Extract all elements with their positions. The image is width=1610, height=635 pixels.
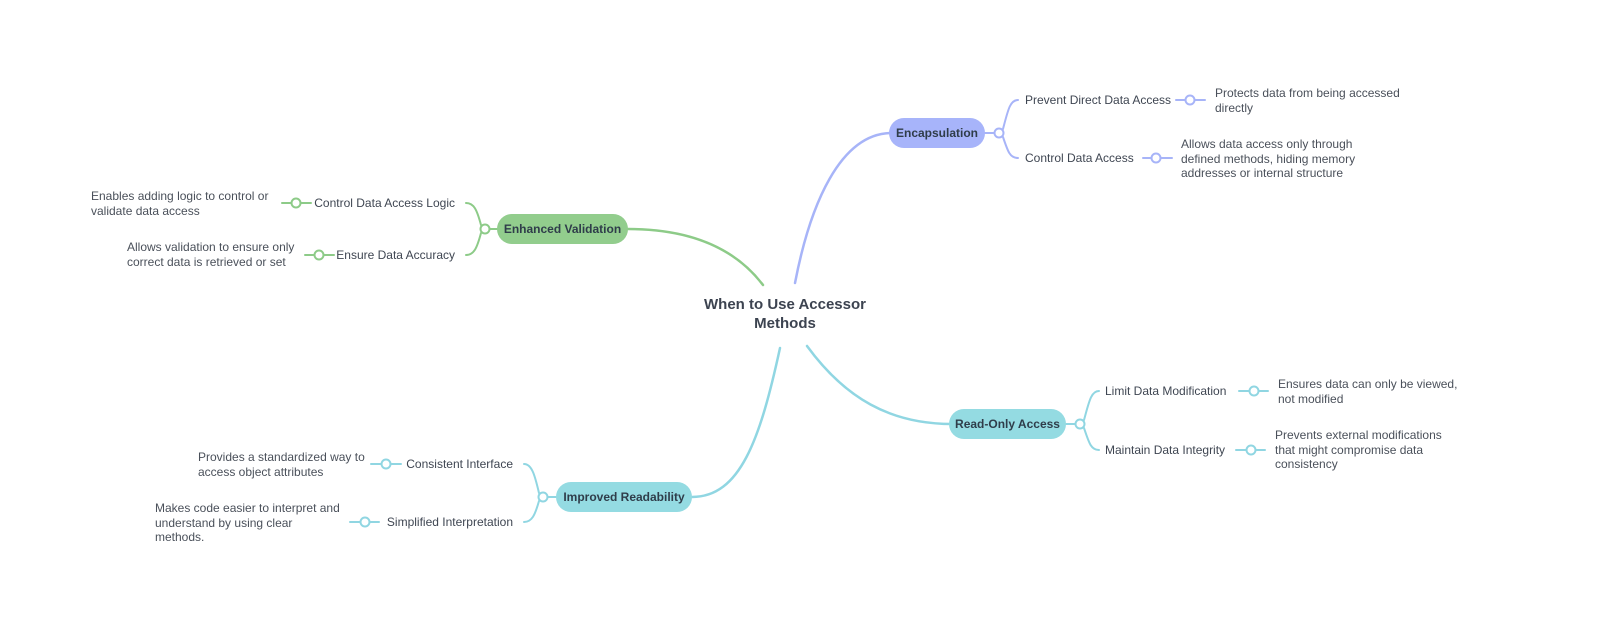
collapse-toggle-icon[interactable]: [1245, 444, 1257, 456]
collapse-toggle-icon[interactable]: [1184, 94, 1196, 106]
detail-line: addresses or internal structure: [1181, 166, 1344, 180]
detail-line: Ensures data can only be viewed,: [1278, 377, 1458, 391]
subtopic-consistent-interface[interactable]: Consistent Interface: [406, 457, 513, 471]
detail-line: directly: [1215, 100, 1254, 115]
connector-readonly-child: [1083, 390, 1100, 421]
connector-root-readability: [690, 346, 782, 499]
branch-read-only-access[interactable]: Read-Only Access: [949, 409, 1066, 439]
detail-line: not modified: [1278, 391, 1344, 406]
connector-root-encapsulation: [793, 131, 894, 285]
collapse-toggle-icon[interactable]: [313, 249, 325, 261]
collapse-toggle-icon[interactable]: [1150, 152, 1162, 164]
connector-validation-child: [465, 232, 482, 256]
subtopic-limit-data-modification[interactable]: Limit Data Modification: [1105, 384, 1227, 398]
detail-maintain-data-integrity[interactable]: Prevents external modifications that mig…: [1275, 428, 1460, 472]
detail-line: understand by using clear: [155, 515, 293, 530]
detail-control-data-access[interactable]: Allows data access only through defined …: [1181, 137, 1371, 181]
detail-ensure-data-accuracy[interactable]: Allows validation to ensure only correct…: [127, 240, 312, 269]
detail-line: access object attributes: [198, 464, 324, 479]
detail-line: Allows validation to ensure only: [127, 240, 295, 254]
detail-simplified-interpretation[interactable]: Makes code easier to interpret and under…: [155, 501, 350, 545]
collapse-toggle-icon[interactable]: [1248, 385, 1260, 397]
detail-line: Allows data access only through: [1181, 137, 1353, 151]
detail-line: defined methods, hiding memory: [1181, 151, 1356, 166]
detail-limit-data-modification[interactable]: Ensures data can only be viewed, not mod…: [1278, 377, 1468, 406]
connector-encapsulation-child: [1002, 99, 1019, 130]
connector-root-readonly: [805, 344, 954, 426]
connector-readability-child: [523, 463, 540, 494]
collapse-toggle-icon[interactable]: [993, 127, 1005, 139]
detail-line: validate data access: [91, 203, 200, 218]
detail-line: Makes code easier to interpret and: [155, 501, 340, 515]
collapse-toggle-icon[interactable]: [537, 491, 549, 503]
connector-validation-child: [465, 202, 482, 226]
central-topic-line-1: When to Use Accessor: [704, 296, 866, 313]
central-topic-line-2: Methods: [754, 315, 816, 332]
connector-readability-child: [523, 500, 540, 523]
branch-enhanced-validation[interactable]: Enhanced Validation: [497, 214, 628, 244]
branch-improved-readability[interactable]: Improved Readability: [556, 482, 692, 512]
central-topic[interactable]: When to Use Accessor Methods: [700, 295, 870, 333]
branch-encapsulation[interactable]: Encapsulation: [889, 118, 985, 148]
detail-control-data-access-logic[interactable]: Enables adding logic to control or valid…: [91, 189, 286, 218]
subtopic-prevent-direct-data-access[interactable]: Prevent Direct Data Access: [1025, 93, 1172, 107]
collapse-toggle-icon[interactable]: [479, 223, 491, 235]
detail-line: correct data is retrieved or set: [127, 254, 286, 269]
connector-root-validation: [626, 227, 765, 287]
subtopic-control-data-access-logic[interactable]: Control Data Access Logic: [314, 196, 455, 210]
collapse-toggle-icon[interactable]: [290, 197, 302, 209]
detail-line: that might compromise data: [1275, 442, 1424, 457]
detail-line: Prevents external modifications: [1275, 428, 1442, 442]
connector-encapsulation-child: [1002, 136, 1019, 159]
detail-line: Protects data from being accessed: [1215, 86, 1400, 100]
detail-consistent-interface[interactable]: Provides a standardized way to access ob…: [198, 450, 378, 479]
subtopic-simplified-interpretation[interactable]: Simplified Interpretation: [386, 515, 513, 529]
subtopic-control-data-access[interactable]: Control Data Access: [1025, 151, 1134, 165]
detail-line: methods.: [155, 530, 205, 544]
collapse-toggle-icon[interactable]: [380, 458, 392, 470]
detail-line: Provides a standardized way to: [198, 450, 365, 464]
detail-prevent-direct-data-access[interactable]: Protects data from being accessed direct…: [1215, 86, 1415, 115]
connector-readonly-child: [1083, 427, 1100, 451]
collapse-toggle-icon[interactable]: [1074, 418, 1086, 430]
subtopic-maintain-data-integrity[interactable]: Maintain Data Integrity: [1105, 443, 1226, 457]
collapse-toggle-icon[interactable]: [359, 516, 371, 528]
subtopic-ensure-data-accuracy[interactable]: Ensure Data Accuracy: [336, 248, 455, 262]
detail-line: Enables adding logic to control or: [91, 189, 269, 203]
detail-line: consistency: [1275, 457, 1338, 471]
